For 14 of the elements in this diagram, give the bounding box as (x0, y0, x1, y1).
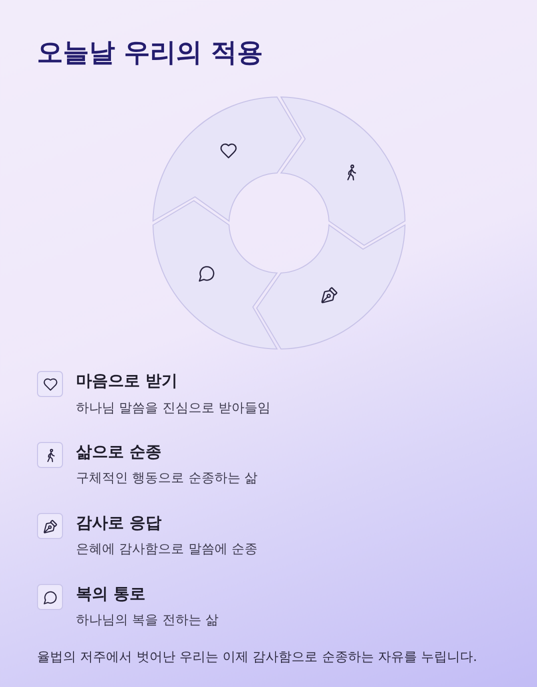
item-description: 구체적인 행동으로 순종하는 삶 (76, 470, 258, 488)
item-heading: 복의 통로 (76, 583, 146, 605)
ring-arrow-segment (152, 96, 302, 222)
ring-arrow-segment (280, 96, 406, 246)
item-heading: 삶으로 순종 (76, 441, 162, 463)
caption: 율법의 저주에서 벗어난 우리는 이제 감사함으로 순종하는 자유를 누립니다. (37, 649, 478, 667)
item-heading: 감사로 응답 (76, 512, 162, 534)
item-description: 은혜에 감사함으로 말씀에 순종 (76, 541, 258, 559)
title: 오늘날 우리의 적용 (37, 37, 264, 70)
ring-arrow-segment (256, 224, 406, 350)
item-description: 하나님 말씀을 진심으로 받아들임 (76, 400, 270, 418)
ring-arrow-segment (152, 200, 278, 350)
item-heading: 마음으로 받기 (76, 370, 178, 392)
item-description: 하나님의 복을 전하는 삶 (76, 612, 218, 630)
